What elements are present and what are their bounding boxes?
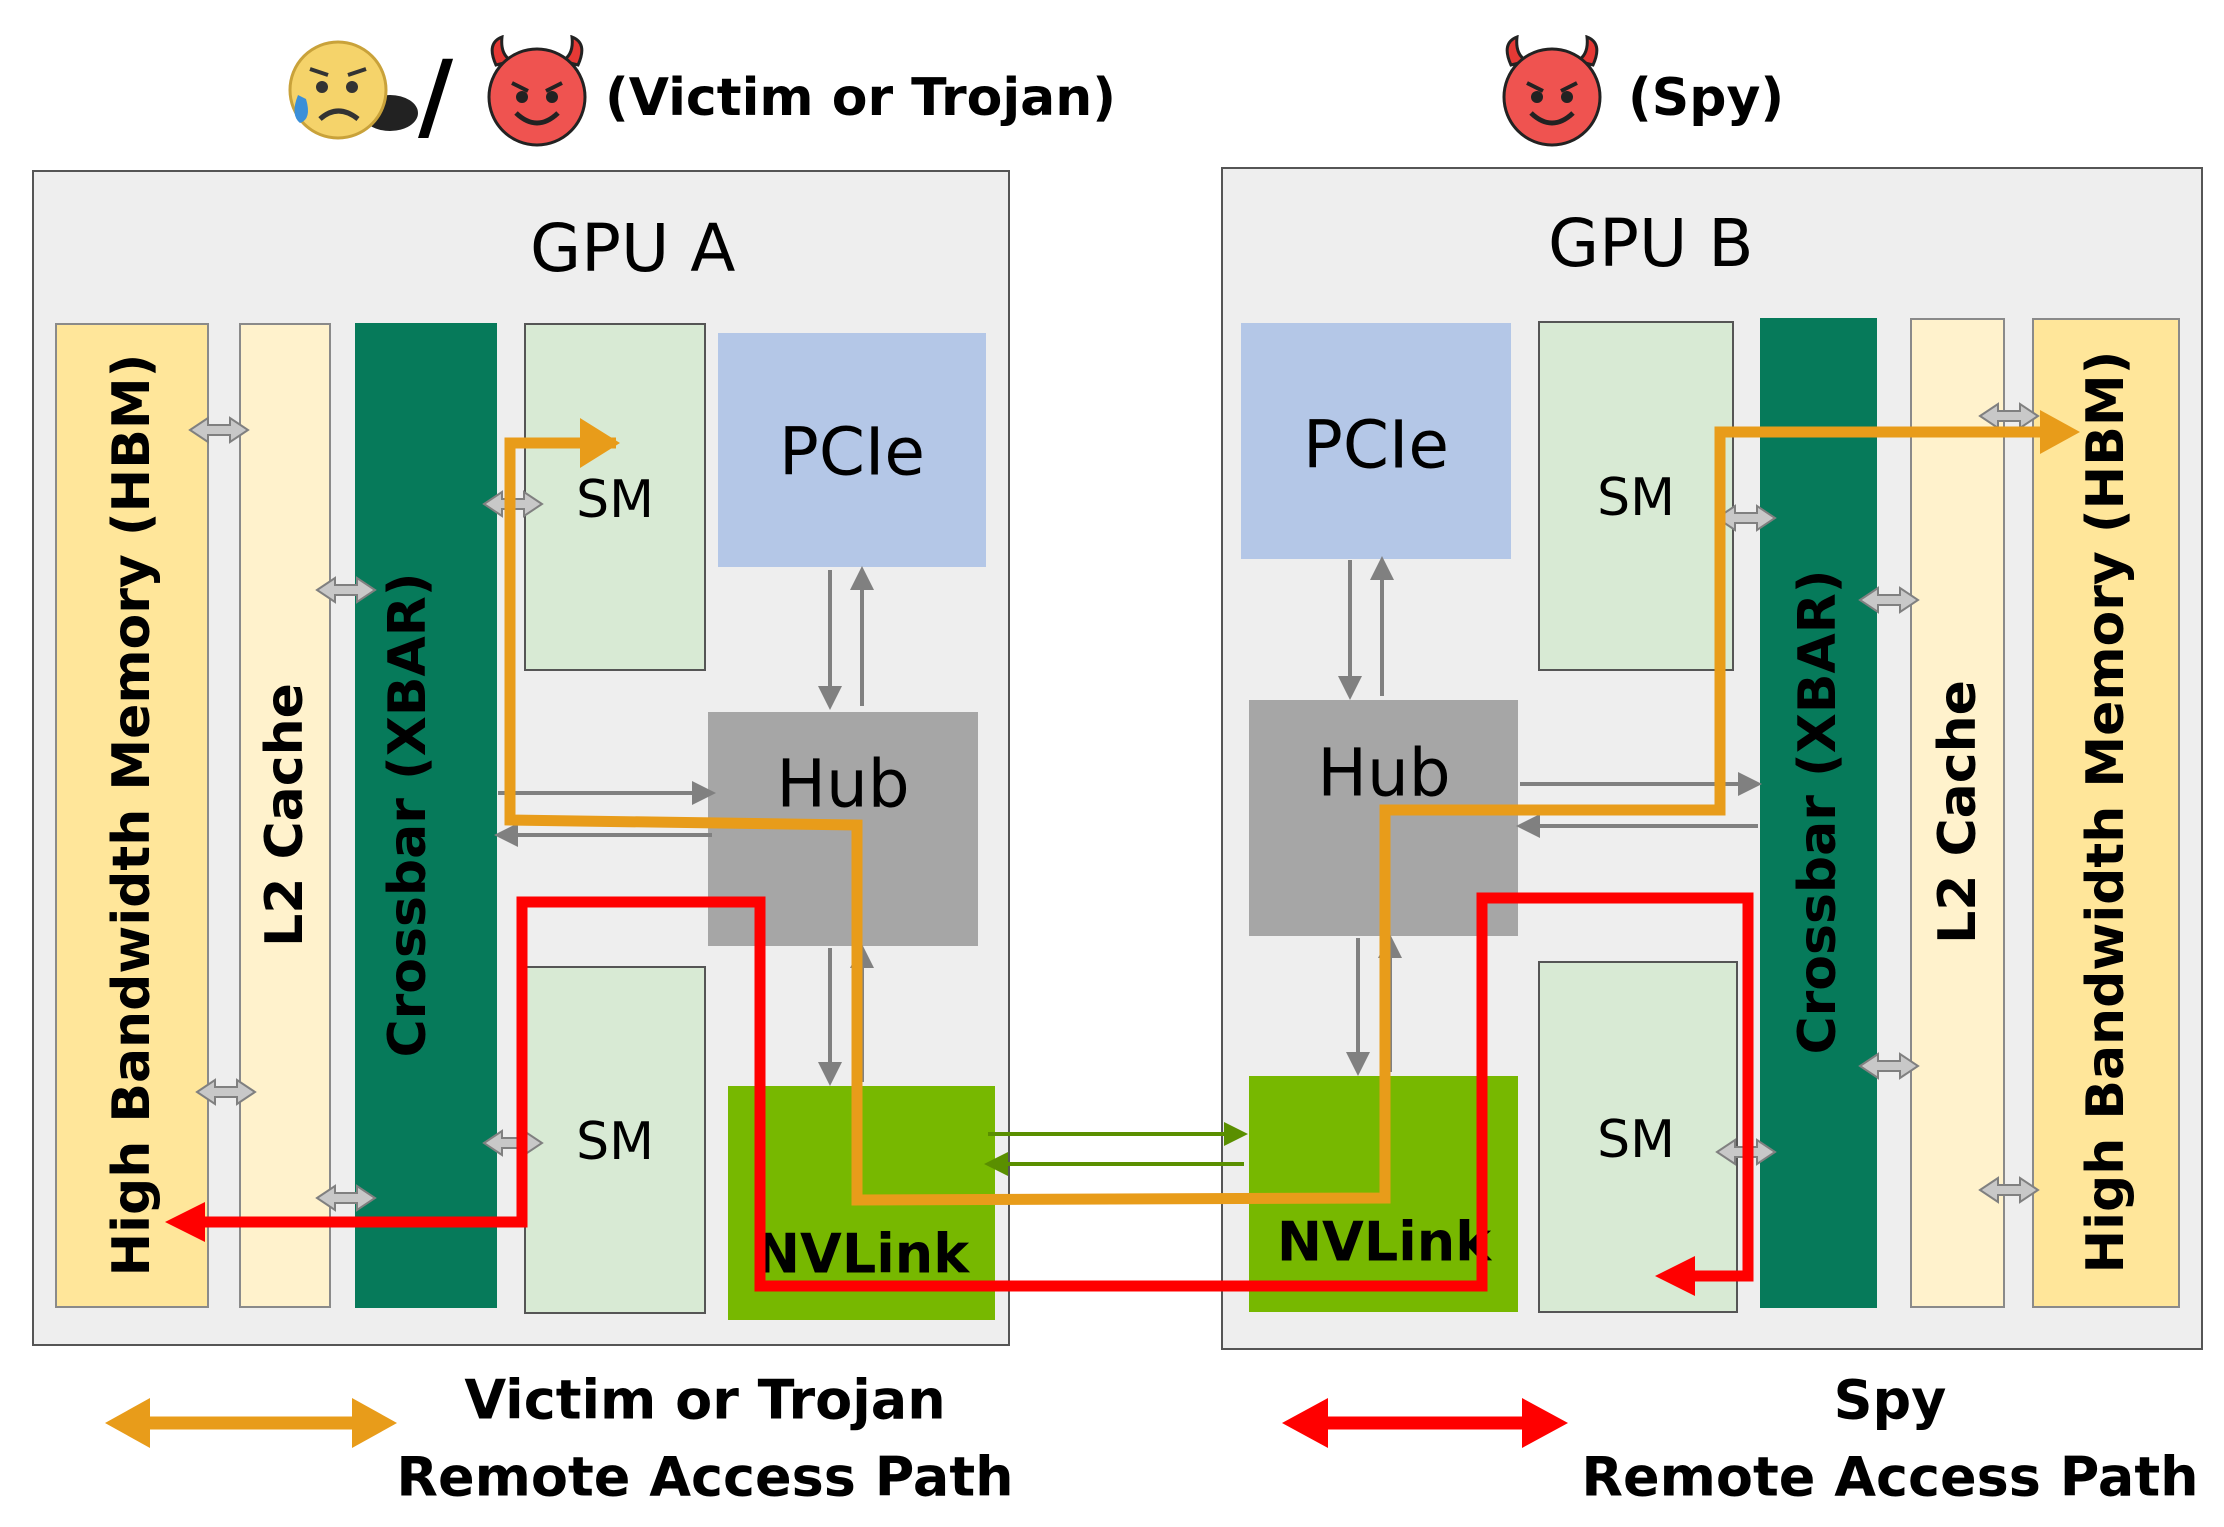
gray-connectors (188, 402, 2040, 1212)
connector (482, 1129, 544, 1157)
connector (1715, 504, 1777, 532)
connector (188, 416, 250, 444)
gpu-b-crossbar (1760, 318, 1877, 1308)
gpu-a-title: GPU A (530, 210, 736, 287)
gpu-b-sm-bottom (1538, 961, 1738, 1313)
gpu-a-crossbar (355, 323, 497, 1308)
legend-victim-arrow (105, 1398, 397, 1448)
legend-victim-line1: Victim or Trojan (464, 1368, 946, 1432)
legend-spy-line2: Remote Access Path (1581, 1445, 2199, 1509)
gpu-a-sm-top-label: SM (576, 470, 654, 530)
gpu-b-nvlink-label: NVLink (1276, 1210, 1492, 1274)
gpu-b-sm-top-label: SM (1597, 468, 1675, 528)
legend-spy-arrow (1282, 1398, 1568, 1448)
legend-victim-line2: Remote Access Path (396, 1445, 1014, 1509)
gpu-b-pcie-label: PCIe (1303, 406, 1449, 484)
slash-separator: / (418, 40, 454, 152)
sad-face-icon (288, 40, 418, 140)
gpu-a-nvlink-label: NVLink (754, 1222, 970, 1286)
gpu-b-title: GPU B (1548, 205, 1754, 282)
gpu-b-l2-cache (1910, 318, 2005, 1308)
connector (315, 576, 377, 604)
gpu-b-sm-top (1538, 321, 1734, 671)
devil-face-icon (487, 35, 587, 147)
gpu-a-pcie-label: PCIe (779, 413, 925, 491)
gpu-b-hub-label: Hub (1317, 734, 1451, 812)
legend-spy-line1: Spy (1833, 1368, 1947, 1432)
nvlink-interconnect (984, 1122, 1248, 1176)
spy-path (165, 892, 1754, 1296)
victim-or-trojan-label: (Victim or Trojan) (605, 68, 1117, 128)
connector (315, 1184, 377, 1212)
spy-label: (Spy) (1628, 68, 1785, 128)
gpu-a-sm-bottom (524, 966, 706, 1314)
connector (1858, 1052, 1920, 1080)
gpu-a-pcie (718, 333, 986, 567)
gpu-a-l2-cache (239, 323, 331, 1308)
gpu-a-hbm (55, 323, 209, 1308)
connector (1978, 1176, 2040, 1204)
devil-face-icon (1502, 35, 1602, 147)
gpu-b-hbm (2032, 318, 2180, 1308)
gpu-b-sm-bottom-label: SM (1597, 1110, 1675, 1170)
gpu-a-hub-label: Hub (776, 745, 910, 823)
connector (195, 1078, 257, 1106)
connector (1858, 586, 1920, 614)
connector (1978, 402, 2040, 430)
gpu-a-sm-bottom-label: SM (576, 1112, 654, 1172)
gpu-a-sm-top (524, 323, 706, 671)
victim-path (504, 410, 2080, 1206)
gpu-b-pcie (1241, 323, 1511, 559)
